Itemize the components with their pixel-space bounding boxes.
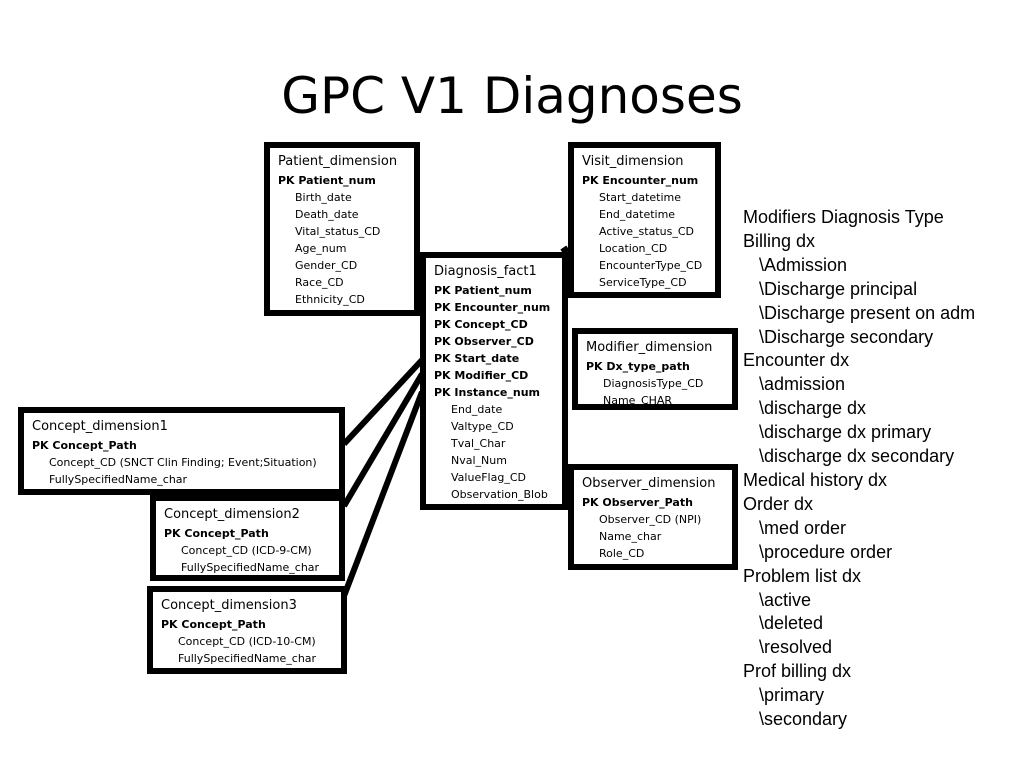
modifier-item: \primary <box>759 685 825 706</box>
attribute: Race_CD <box>295 276 344 289</box>
primary-key: PK Modifier_CD <box>434 369 529 382</box>
attribute: Concept_CD (SNCT Clin Finding; Event;Sit… <box>49 456 317 469</box>
modifier-group-label: Encounter dx <box>743 350 850 371</box>
attribute: End_datetime <box>599 208 676 221</box>
primary-key: PK Encounter_num <box>582 174 699 187</box>
primary-key: PK Concept_Path <box>32 439 137 452</box>
table-name: Modifier_dimension <box>586 340 713 355</box>
patient-dimension-table: Patient_dimension PK Patient_num Birth_d… <box>264 142 420 316</box>
primary-key: PK Concept_Path <box>164 527 269 540</box>
modifier-item: \resolved <box>759 637 833 658</box>
modifier-group-label: Billing dx <box>743 230 816 251</box>
observer-dimension-table: Observer_dimension PK Observer_Path Obse… <box>568 464 738 570</box>
attribute: Valtype_CD <box>451 420 514 433</box>
modifier-item: \discharge dx <box>759 398 867 419</box>
table-name: Patient_dimension <box>278 154 398 169</box>
attribute: Age_num <box>295 242 347 255</box>
modifier-dimension-table: Modifier_dimension PK Dx_type_path Diagn… <box>572 328 738 410</box>
table-name: Concept_dimension2 <box>164 507 300 522</box>
attribute: Concept_CD (ICD-10-CM) <box>178 635 316 648</box>
attribute: DiagnosisType_CD <box>603 377 704 390</box>
attribute: Role_CD <box>599 547 645 560</box>
attribute: ServiceType_CD <box>599 276 687 289</box>
attribute: Gender_CD <box>295 259 358 272</box>
attribute: ValueFlag_CD <box>451 471 526 484</box>
attribute: FullySpecifiedName_char <box>181 561 320 574</box>
modifier-item: \deleted <box>759 613 824 634</box>
attribute: Death_date <box>295 208 359 221</box>
modifier-item: \Admission <box>759 254 848 275</box>
primary-key: PK Patient_num <box>434 284 532 297</box>
visit-dimension-table: Visit_dimension PK Encounter_num Start_d… <box>568 142 721 298</box>
attribute: Tval_Char <box>451 437 506 450</box>
modifiers-diagnosis-type-list: Modifiers Diagnosis Type Billing dx \Adm… <box>743 206 975 732</box>
attribute: Start_datetime <box>599 191 682 204</box>
primary-key: PK Patient_num <box>278 174 376 187</box>
attribute: Vital_status_CD <box>295 225 381 238</box>
modifier-group-label: Order dx <box>743 493 814 514</box>
concept-dimension1-table: Concept_dimension1 PK Concept_Path Conce… <box>18 407 345 495</box>
modifier-group-label: Problem list dx <box>743 565 862 586</box>
attribute: FullySpecifiedName_char <box>178 652 317 665</box>
attribute: Nval_Num <box>451 454 507 467</box>
connector-visit-fact <box>560 245 570 255</box>
attribute: Concept_CD (ICD-9-CM) <box>181 544 312 557</box>
modifier-group-label: Prof billing dx <box>743 661 852 682</box>
attribute: Observer_CD (NPI) <box>599 513 702 526</box>
modifier-item: \procedure order <box>759 541 893 562</box>
primary-key: PK Instance_num <box>434 386 541 399</box>
modifier-item: \med order <box>759 517 847 538</box>
attribute: Location_CD <box>599 242 668 255</box>
attribute: Name_CHAR <box>603 394 673 407</box>
table-name: Diagnosis_fact1 <box>434 264 537 279</box>
attribute: EncounterType_CD <box>599 259 703 272</box>
concept-dimension3-table: Concept_dimension3 PK Concept_Path Conce… <box>147 586 347 674</box>
attribute: Active_status_CD <box>599 225 694 238</box>
modifier-item: \active <box>759 589 812 610</box>
attribute: FullySpecifiedName_char <box>49 473 188 486</box>
primary-key: PK Concept_Path <box>161 618 266 631</box>
table-name: Concept_dimension1 <box>32 419 168 434</box>
page-title: GPC V1 Diagnoses <box>281 67 743 125</box>
modifier-item: \discharge dx secondary <box>759 446 955 467</box>
modifier-item: \discharge dx primary <box>759 422 932 443</box>
modifiers-heading: Modifiers Diagnosis Type <box>743 207 944 227</box>
attribute: End_date <box>451 403 503 416</box>
primary-key: PK Encounter_num <box>434 301 551 314</box>
connector-concept3-fact <box>341 390 425 598</box>
table-name: Concept_dimension3 <box>161 598 297 613</box>
connector-concept1-fact <box>341 357 425 447</box>
table-name: Observer_dimension <box>582 476 716 491</box>
modifier-item: \Discharge present on adm <box>759 302 976 323</box>
primary-key: PK Start_date <box>434 352 520 365</box>
diagnosis-fact-table: Diagnosis_fact1 PK Patient_num PK Encoun… <box>420 252 568 510</box>
primary-key: PK Concept_CD <box>434 318 528 331</box>
modifier-item: \Discharge principal <box>759 278 918 299</box>
connector-concept2-fact <box>341 372 425 508</box>
modifier-item: \admission <box>759 374 846 395</box>
primary-key: PK Dx_type_path <box>586 360 690 373</box>
concept-dimension2-table: Concept_dimension2 PK Concept_Path Conce… <box>150 495 345 581</box>
modifier-item: \Discharge secondary <box>759 326 934 347</box>
attribute: Observation_Blob <box>451 488 548 501</box>
primary-key: PK Observer_Path <box>582 496 693 509</box>
primary-key: PK Observer_CD <box>434 335 534 348</box>
attribute: Name_char <box>599 530 662 543</box>
attribute: Birth_date <box>295 191 352 204</box>
attribute: Ethnicity_CD <box>295 293 365 306</box>
modifier-item: \secondary <box>759 709 848 730</box>
modifier-group-label: Medical history dx <box>743 469 888 490</box>
table-name: Visit_dimension <box>582 154 684 169</box>
